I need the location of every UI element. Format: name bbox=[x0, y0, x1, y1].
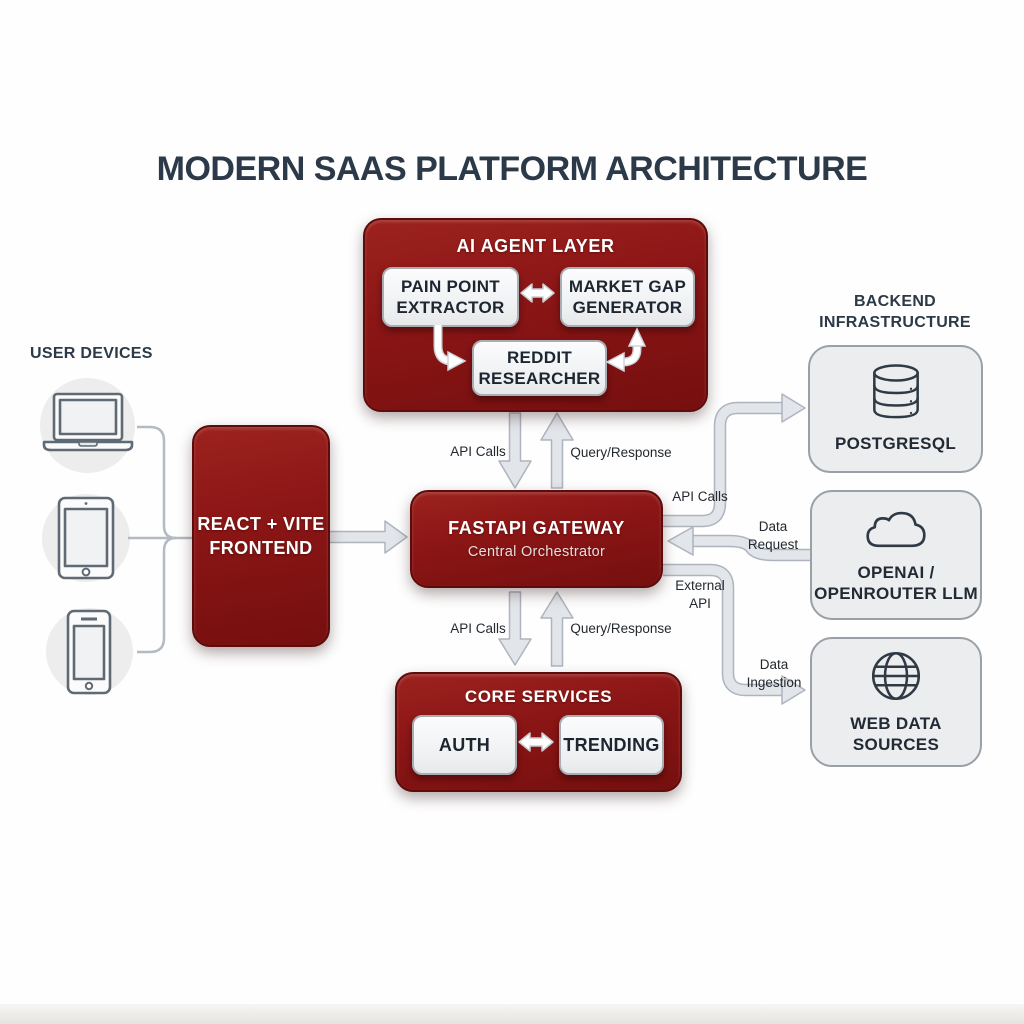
ai-agent-layer-box: AI AGENT LAYER PAIN POINT EXTRACTOR MARK… bbox=[363, 218, 708, 412]
pain-point-extractor-node: PAIN POINT EXTRACTOR bbox=[382, 267, 519, 327]
tablet-icon bbox=[57, 496, 115, 580]
postgresql-box: POSTGRESQL bbox=[808, 345, 983, 473]
web-data-sources-label: WEB DATA SOURCES bbox=[850, 713, 942, 754]
backend-infrastructure-heading: BACKEND INFRASTRUCTURE bbox=[819, 293, 971, 331]
gateway-box: FASTAPI GATEWAY Central Orchestrator bbox=[410, 490, 663, 588]
cloud-icon bbox=[866, 511, 926, 547]
edge-label-external-api: External API bbox=[675, 578, 725, 611]
smartphone-icon bbox=[66, 609, 112, 695]
bottom-strip bbox=[0, 1004, 1024, 1024]
edge-label-query-response-bottom: Query/Response bbox=[570, 621, 672, 636]
gateway-title: FASTAPI GATEWAY bbox=[448, 518, 625, 538]
database-icon bbox=[872, 364, 919, 419]
llm-label: OPENAI / OPENROUTER LLM bbox=[814, 562, 978, 603]
page-title: MODERN SAAS PLATFORM ARCHITECTURE bbox=[156, 150, 868, 188]
arrowhead-to-gateway bbox=[667, 526, 694, 556]
arrowhead-to-postgres bbox=[781, 393, 806, 423]
edge-label-query-response-top: Query/Response bbox=[570, 445, 672, 460]
globe-icon bbox=[871, 651, 921, 700]
web-data-sources-box: WEB DATA SOURCES bbox=[810, 637, 982, 767]
laptop-icon bbox=[42, 392, 134, 452]
postgresql-label: POSTGRESQL bbox=[834, 434, 957, 454]
edge-label-data-ingestion: Data Ingestion bbox=[746, 657, 802, 690]
trending-node: TRENDING bbox=[559, 715, 664, 775]
edge-label-api-calls-right: API Calls bbox=[672, 489, 728, 504]
gateway-subtitle: Central Orchestrator bbox=[467, 544, 606, 560]
market-gap-generator-node: MARKET GAP GENERATOR bbox=[560, 267, 695, 327]
user-devices-heading: USER DEVICES bbox=[30, 345, 153, 362]
core-services-title: CORE SERVICES bbox=[464, 687, 613, 706]
reddit-researcher-node: REDDIT RESEARCHER bbox=[472, 340, 607, 396]
core-services-box: CORE SERVICES AUTH TRENDING bbox=[395, 672, 682, 792]
edge-label-api-calls-top: API Calls bbox=[450, 444, 506, 459]
auth-node: AUTH bbox=[412, 715, 517, 775]
llm-box: OPENAI / OPENROUTER LLM bbox=[810, 490, 982, 620]
edge-label-api-calls-bottom: API Calls bbox=[450, 621, 506, 636]
arrow-frontend-to-gateway bbox=[326, 520, 408, 554]
frontend-box: REACT + VITE FRONTEND bbox=[192, 425, 330, 647]
edge-label-data-request: Data Request bbox=[747, 519, 799, 552]
ai-agent-layer-title: AI AGENT LAYER bbox=[456, 236, 615, 256]
